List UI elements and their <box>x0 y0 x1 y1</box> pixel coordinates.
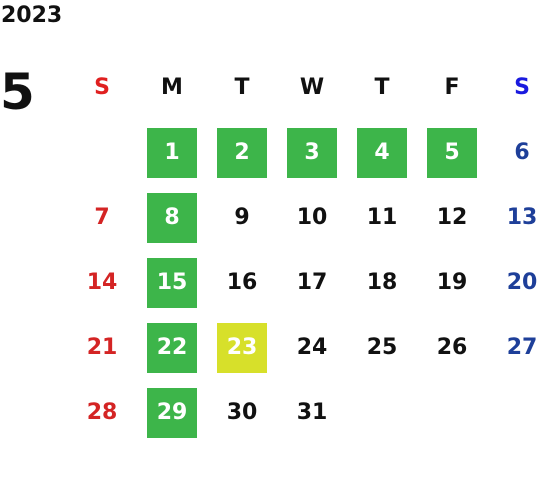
calendar-cell: 2 <box>207 120 277 185</box>
calendar-day[interactable]: 8 <box>147 192 197 243</box>
calendar-cell: 15 <box>137 250 207 315</box>
calendar-cell: 8 <box>137 185 207 250</box>
calendar-day[interactable]: 9 <box>234 205 250 230</box>
calendar-day[interactable]: 4 <box>357 127 407 178</box>
calendar-cell: 19 <box>417 250 487 315</box>
calendar-cell: 13 <box>487 185 548 250</box>
calendar-day[interactable]: 27 <box>506 335 538 360</box>
calendar-day[interactable]: 10 <box>296 205 328 230</box>
calendar-day[interactable]: 15 <box>147 257 197 308</box>
weekday-header-sunday: S <box>94 75 110 100</box>
weekday-header-monday: M <box>161 75 183 100</box>
weekday-header-wednesday: W <box>299 75 325 100</box>
calendar-day[interactable]: 26 <box>436 335 468 360</box>
calendar-cell: 10 <box>277 185 347 250</box>
calendar-day[interactable]: 18 <box>366 270 398 295</box>
calendar-day[interactable]: 19 <box>436 270 468 295</box>
calendar-cell: 5 <box>417 120 487 185</box>
calendar-cell: 20 <box>487 250 548 315</box>
calendar-cell: 11 <box>347 185 417 250</box>
calendar-day[interactable]: 17 <box>296 270 328 295</box>
calendar-cell: 31 <box>277 380 347 445</box>
calendar-day[interactable]: 28 <box>86 400 118 425</box>
calendar-cell: 25 <box>347 315 417 380</box>
year-label: 2023 <box>1 3 63 28</box>
calendar-day[interactable]: 25 <box>366 335 398 360</box>
calendar-day[interactable]: 5 <box>427 127 477 178</box>
calendar-cell: 7 <box>67 185 137 250</box>
weekday-header-tuesday: T <box>234 75 250 100</box>
calendar-cell <box>347 380 417 445</box>
calendar-day[interactable]: 20 <box>506 270 538 295</box>
calendar-day[interactable]: 29 <box>147 387 197 438</box>
calendar-day[interactable]: 31 <box>296 400 328 425</box>
calendar-cell: 28 <box>67 380 137 445</box>
calendar-cell <box>67 120 137 185</box>
calendar-day[interactable]: 11 <box>366 205 398 230</box>
calendar-day-today[interactable]: 23 <box>217 322 267 373</box>
calendar-cell: 18 <box>347 250 417 315</box>
calendar-cell: 23 <box>207 315 277 380</box>
calendar-cell: 12 <box>417 185 487 250</box>
calendar-cell: 1 <box>137 120 207 185</box>
calendar-day[interactable]: 12 <box>436 205 468 230</box>
calendar-cell: 16 <box>207 250 277 315</box>
calendar-cell: 27 <box>487 315 548 380</box>
calendar-cell: 29 <box>137 380 207 445</box>
calendar-day[interactable]: 24 <box>296 335 328 360</box>
calendar-day[interactable]: 1 <box>147 127 197 178</box>
calendar-cell: 6 <box>487 120 548 185</box>
calendar-cell: 14 <box>67 250 137 315</box>
calendar-cell: 4 <box>347 120 417 185</box>
calendar-cell: 26 <box>417 315 487 380</box>
calendar-cell: 22 <box>137 315 207 380</box>
calendar-cell <box>487 380 548 445</box>
calendar-cell: 9 <box>207 185 277 250</box>
calendar-cell: 30 <box>207 380 277 445</box>
calendar-day[interactable]: 6 <box>514 140 530 165</box>
weekday-header-saturday: S <box>514 75 530 100</box>
calendar-day[interactable]: 22 <box>147 322 197 373</box>
month-label: 5 <box>0 63 35 121</box>
calendar-day[interactable]: 3 <box>287 127 337 178</box>
calendar-day[interactable]: 16 <box>226 270 258 295</box>
weekday-header-thursday: T <box>374 75 390 100</box>
calendar-cell: 17 <box>277 250 347 315</box>
calendar-cell: 21 <box>67 315 137 380</box>
weekday-header-friday: F <box>444 75 460 100</box>
calendar-day[interactable]: 13 <box>506 205 538 230</box>
calendar-day[interactable]: 21 <box>86 335 118 360</box>
calendar-day[interactable]: 2 <box>217 127 267 178</box>
calendar-cell: 3 <box>277 120 347 185</box>
calendar-cell <box>417 380 487 445</box>
calendar-day[interactable]: 7 <box>94 205 110 230</box>
calendar-day[interactable]: 14 <box>86 270 118 295</box>
calendar-day[interactable]: 30 <box>226 400 258 425</box>
calendar-cell: 24 <box>277 315 347 380</box>
